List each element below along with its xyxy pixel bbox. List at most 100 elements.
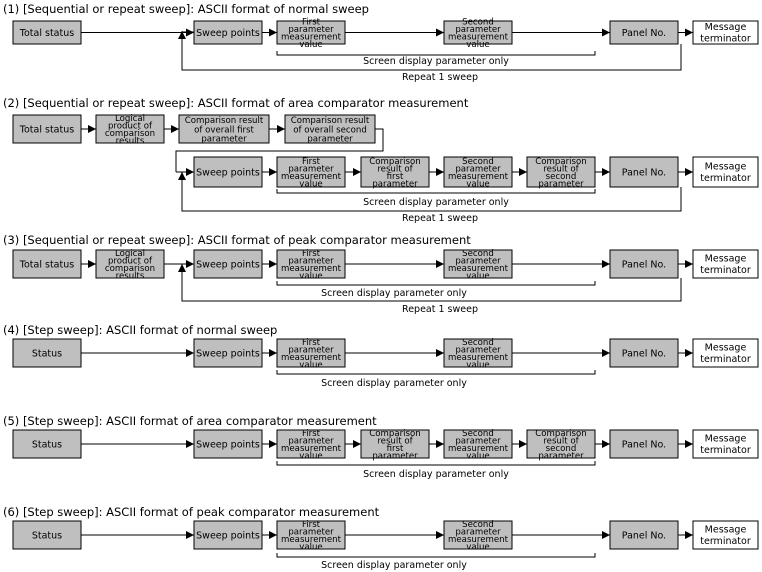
box-label: Message	[705, 343, 747, 354]
section-title: (4) [Step sweep]: ASCII format of normal…	[3, 323, 277, 337]
box-label: measurement	[448, 444, 509, 454]
format-box: Sweep points	[193, 520, 263, 550]
box-label: first	[387, 172, 404, 182]
wrap-line	[175, 128, 384, 172]
box-label: parameter	[288, 346, 334, 356]
format-box: Panel No.	[609, 429, 679, 459]
bracket-line	[276, 51, 596, 56]
box-label: terminator	[700, 536, 751, 547]
format-box: Panel No.	[609, 338, 679, 368]
box-rect	[609, 156, 679, 188]
format-box: Total status	[12, 20, 82, 45]
format-box: Panel No.	[609, 20, 679, 45]
bracket-line	[276, 553, 596, 558]
box-rect	[609, 520, 679, 550]
box-label: measurement	[281, 172, 342, 182]
box-label: Total status	[19, 259, 74, 270]
box-label: parameter	[288, 25, 334, 35]
box-label: parameter	[455, 437, 501, 447]
box-label: Message	[705, 162, 747, 173]
bracket-line	[276, 370, 596, 375]
box-label: Sweep points	[196, 167, 260, 178]
bracket-label: Screen display parameter only	[363, 469, 509, 480]
box-label: terminator	[700, 34, 751, 45]
box-label: results	[116, 137, 145, 147]
box-label: product of	[108, 257, 153, 267]
box-rect	[12, 520, 82, 550]
repeat-label: Repeat 1 sweep	[402, 213, 478, 224]
section-title: (5) [Step sweep]: ASCII format of area c…	[3, 414, 377, 428]
box-label: parameter	[455, 165, 501, 175]
box-label: result of	[543, 437, 579, 447]
box-label: measurement	[448, 535, 509, 545]
box-rect	[443, 249, 513, 279]
box-label: Sweep points	[196, 530, 260, 541]
box-label: Second	[462, 157, 494, 167]
box-label: Panel No.	[622, 28, 666, 39]
box-label: value	[299, 180, 322, 190]
box-label: value	[299, 452, 322, 462]
box-rect	[12, 249, 82, 279]
box-rect	[193, 156, 263, 188]
box-label: of overall first	[194, 125, 254, 135]
box-label: value	[466, 361, 489, 371]
box-label: value	[466, 543, 489, 553]
box-rect	[443, 429, 513, 459]
box-label: parameter	[455, 346, 501, 356]
box-rect	[276, 429, 346, 459]
box-label: parameter	[288, 437, 334, 447]
box-label: Sweep points	[196, 28, 260, 39]
box-label: Second	[462, 520, 494, 530]
box-label: Logical	[115, 249, 145, 259]
box-label: product of	[108, 122, 153, 132]
box-label: Logical	[115, 114, 145, 124]
box-label: First	[302, 249, 321, 259]
bracket-line	[276, 281, 596, 286]
box-rect	[12, 338, 82, 368]
box-label: measurement	[448, 264, 509, 274]
box-label: terminator	[700, 354, 751, 365]
box-label: Comparison	[535, 429, 586, 439]
box-label: Second	[462, 249, 494, 259]
box-label: Panel No.	[622, 348, 666, 359]
box-label: Second	[462, 429, 494, 439]
box-label: Total status	[19, 28, 74, 39]
box-label: First	[302, 17, 321, 27]
box-label: measurement	[281, 264, 342, 274]
box-rect	[443, 338, 513, 368]
box-label: comparison	[105, 264, 155, 274]
format-box: Sweep points	[193, 429, 263, 459]
box-label: Sweep points	[196, 439, 260, 450]
box-label: First	[302, 429, 321, 439]
box-label: value	[466, 180, 489, 190]
format-box: Panel No.	[609, 156, 679, 188]
box-label: Panel No.	[622, 439, 666, 450]
bracket-label: Screen display parameter only	[363, 56, 509, 67]
box-label: Status	[32, 530, 62, 541]
repeat-loop-line	[181, 31, 682, 71]
box-label: Status	[32, 439, 62, 450]
box-label: measurement	[281, 535, 342, 545]
box-label: first	[387, 444, 404, 454]
box-label: Sweep points	[196, 348, 260, 359]
bracket-label: Screen display parameter only	[321, 560, 467, 571]
box-label: comparison	[105, 129, 155, 139]
box-label: result of	[377, 437, 413, 447]
